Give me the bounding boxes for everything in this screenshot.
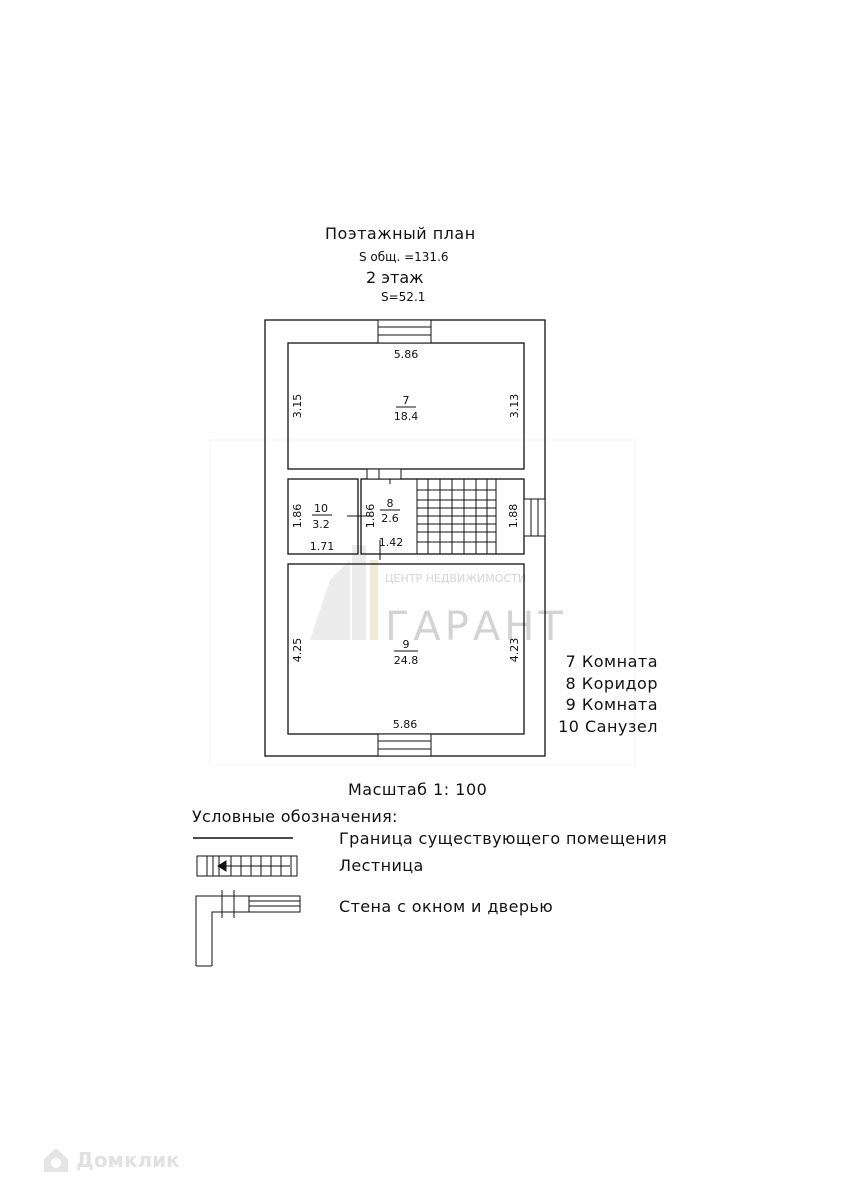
- room-9-number: 9: [403, 638, 410, 651]
- scale-label: Масштаб 1: 100: [348, 780, 488, 799]
- staircase: [416, 478, 497, 555]
- room-7-dim-top: 5.86: [394, 348, 419, 361]
- room-9-dim-left: 4.25: [291, 638, 304, 663]
- room-8-number: 8: [387, 497, 394, 510]
- window-bottom: [377, 733, 432, 757]
- room-legend-item: 7 Комната: [565, 652, 658, 671]
- room-legend-item: 8 Коридор: [565, 673, 658, 693]
- room-9: 9 24.8 4.25 4.23 5.86: [287, 563, 525, 735]
- staircase-icon: [196, 855, 298, 877]
- watermark-agency-top: ЦЕНТР НЕДВИЖИМОСТИ: [385, 572, 526, 585]
- legend-boundary-label: Граница существующего помещения: [339, 829, 668, 848]
- room-9-dim-right: 4.23: [508, 638, 521, 663]
- plan-title: Поэтажный план: [325, 224, 476, 243]
- room-10-area: 3.2: [312, 518, 330, 531]
- window-top: [377, 319, 432, 344]
- room-8-area: 2.6: [381, 512, 399, 525]
- floor-area: S=52.1: [381, 290, 426, 304]
- site-watermark-text: Домклик: [76, 1148, 180, 1172]
- room-legend: 7 Комната 8 Коридор 9 Комната 10 Санузел: [555, 651, 658, 737]
- legend-staircase-label: Лестница: [339, 856, 424, 875]
- room-legend-item: 10 Санузел: [558, 716, 658, 736]
- room-9-dim-bottom: 5.86: [393, 718, 418, 731]
- wall-window-door-icon: [195, 890, 301, 967]
- room-7-dim-left: 3.15: [291, 394, 304, 419]
- room-10: 10 3.2 1.86 1.71: [287, 478, 359, 555]
- outer-wall: [264, 319, 546, 757]
- watermark-agency-name: ГАРАНТ: [385, 604, 567, 650]
- room-7-number: 7: [403, 394, 410, 407]
- floor-label: 2 этаж: [366, 268, 424, 287]
- room-legend-item: 9 Комната: [565, 695, 658, 714]
- site-watermark: Домклик: [40, 1145, 180, 1175]
- agency-watermark: ЦЕНТР НЕДВИЖИМОСТИ ГАРАНТ: [209, 439, 636, 766]
- room-7: 5.86 7 18.4 3.15 3.13: [287, 342, 525, 470]
- room-10-dim-bottom: 1.71: [310, 540, 335, 553]
- door-corridor: [366, 468, 402, 480]
- room-9-area: 24.8: [394, 654, 419, 667]
- window-right: [523, 498, 546, 537]
- legend-wall-label: Стена с окном и дверью: [339, 897, 554, 916]
- room-10-number: 10: [314, 502, 328, 515]
- total-area: S общ. =131.6: [359, 250, 449, 264]
- room-8-dim-bottom: 1.42: [379, 536, 404, 549]
- room-10-dim-left: 1.86: [291, 504, 304, 529]
- room-7-dim-right: 3.13: [508, 394, 521, 419]
- legend-heading: Условные обозначения:: [192, 807, 398, 826]
- room-7-area: 18.4: [394, 410, 419, 423]
- room-8-dim-right: 1.88: [507, 504, 520, 529]
- house-logo-icon: [44, 1148, 68, 1172]
